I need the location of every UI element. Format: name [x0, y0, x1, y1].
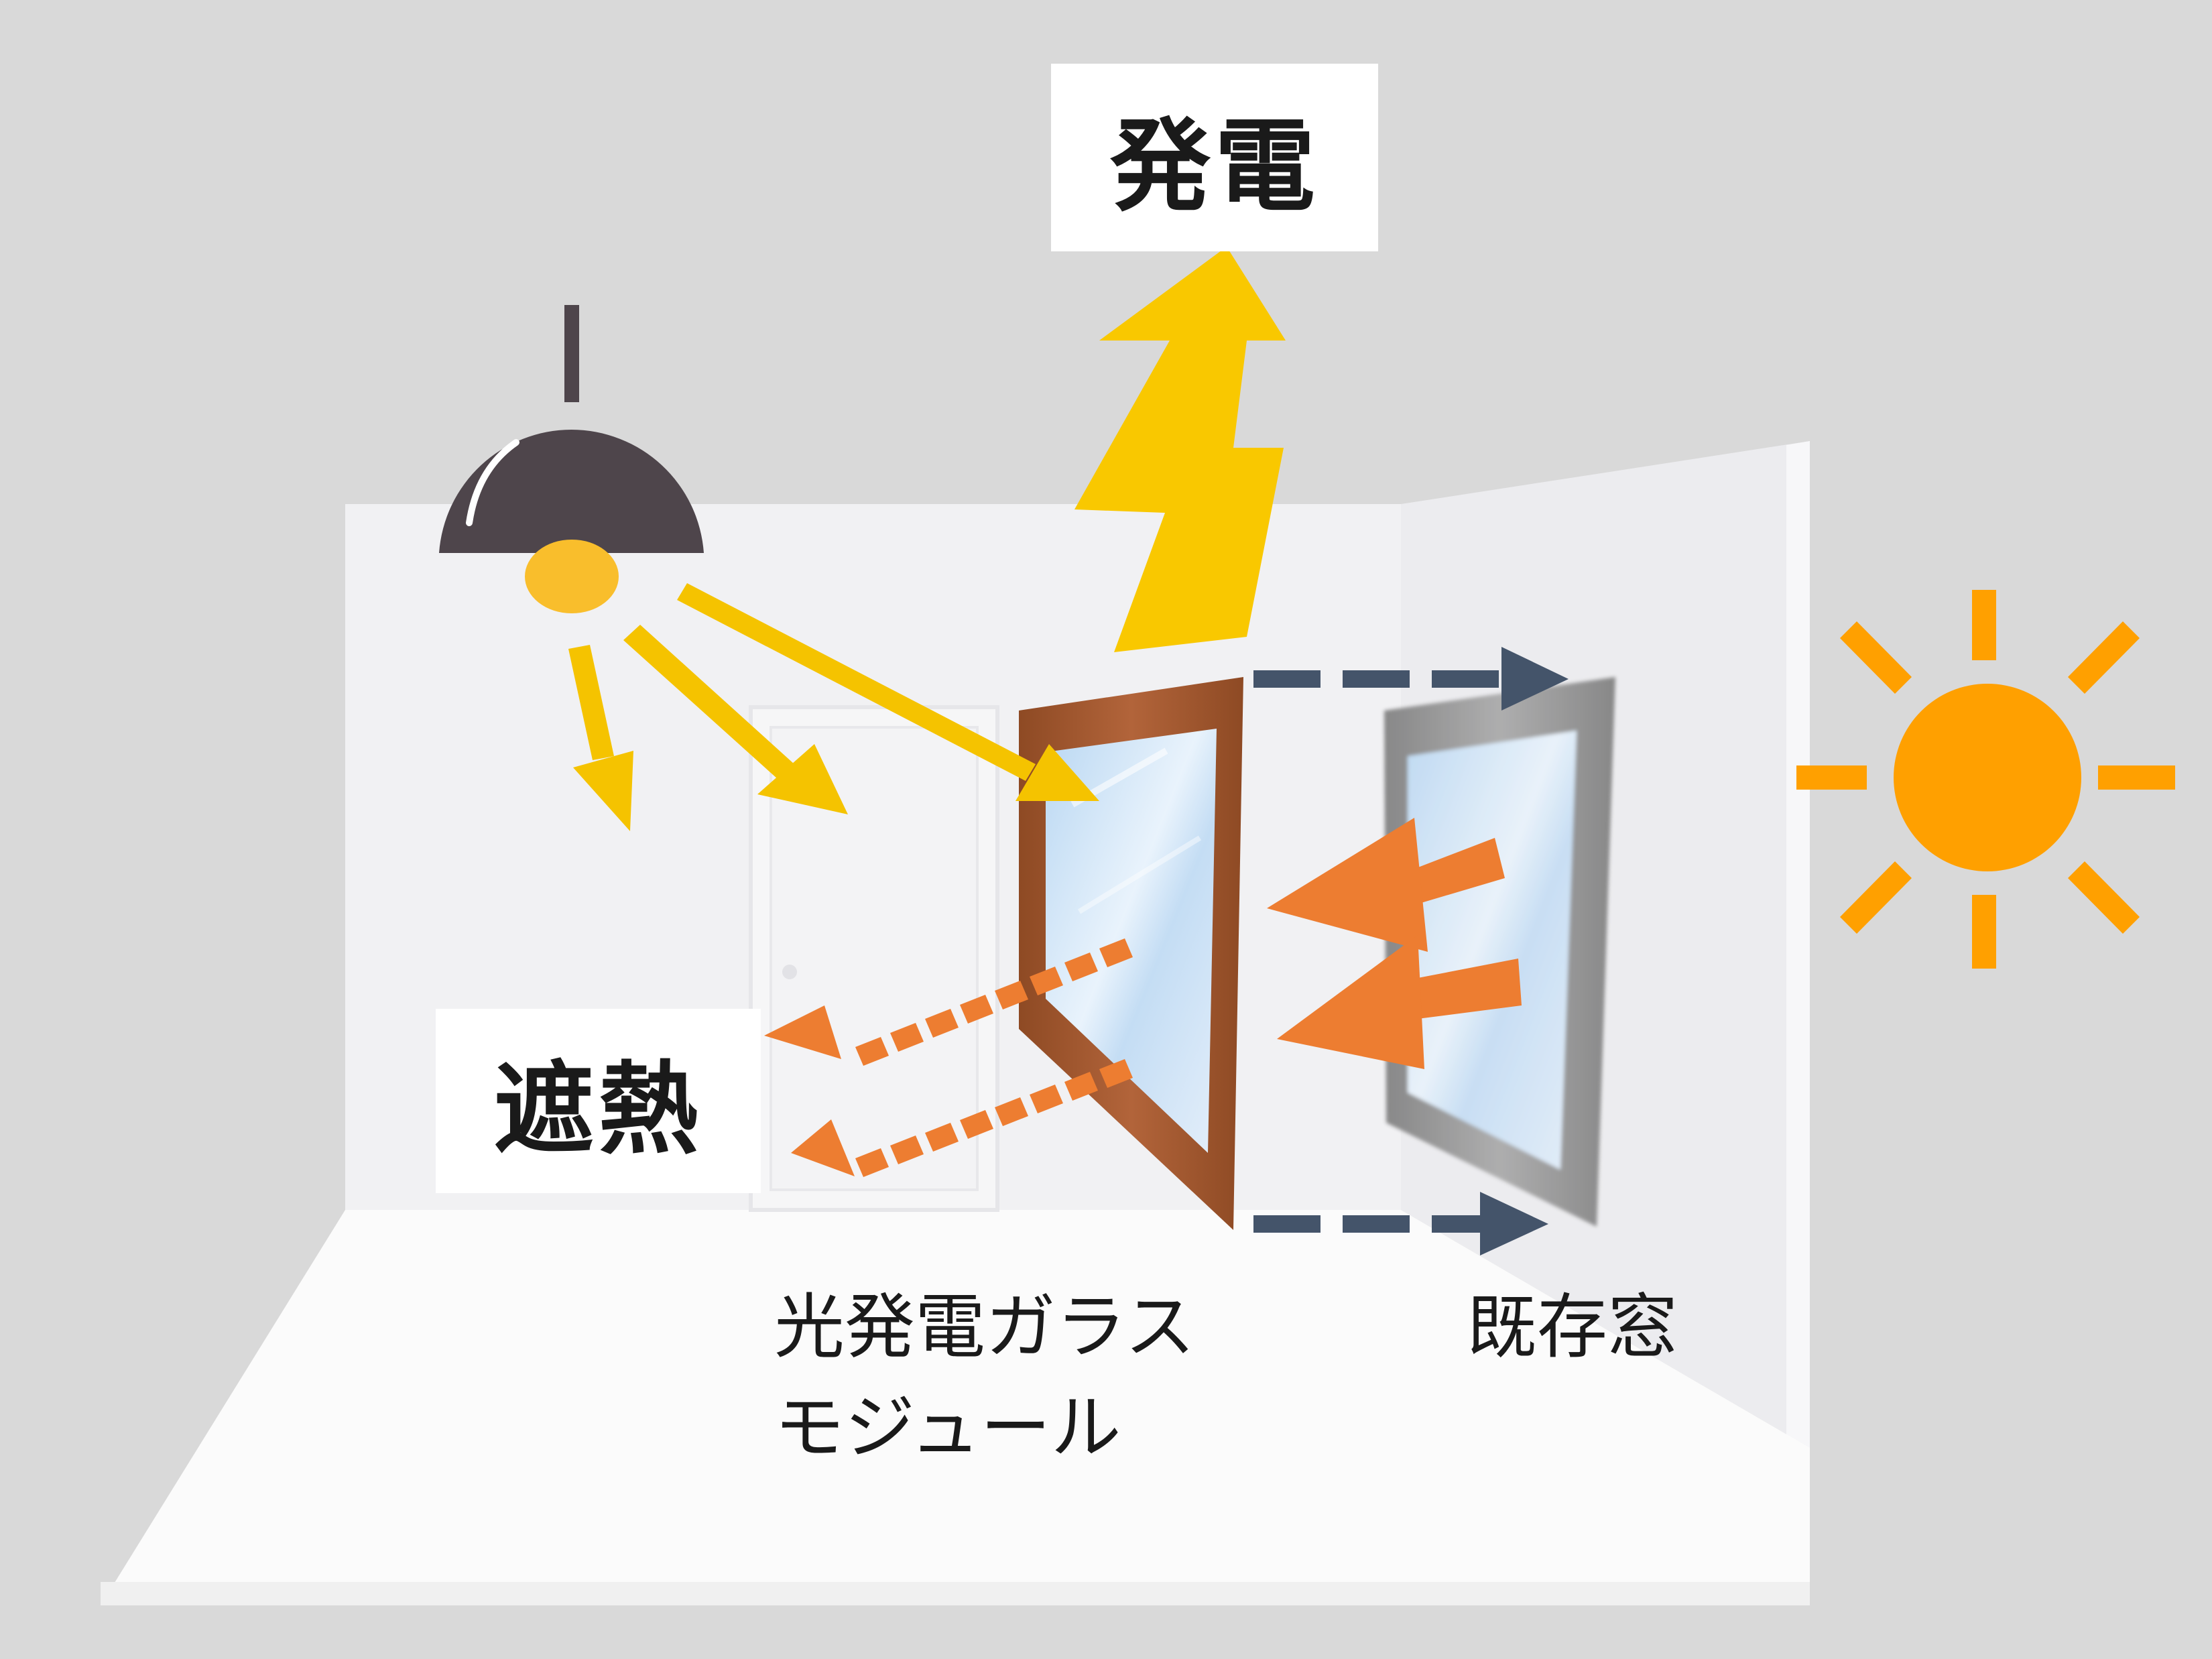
light-arrow-module: [677, 583, 1099, 801]
flow-arrow-bottom: [1253, 1192, 1548, 1255]
existing-window-caption: 既存窓: [1467, 1277, 1678, 1377]
door: [749, 705, 999, 1212]
floor-front-edge: [101, 1582, 1810, 1605]
floor: [101, 1210, 1810, 1605]
module-caption: 光発電ガラス モジュール: [774, 1277, 1195, 1478]
light-arrow-door: [623, 625, 848, 814]
heat-arrow-incoming-bottom: [1277, 935, 1522, 1069]
heat-arrow-reflected-top: [764, 938, 1133, 1066]
heat-arrow-incoming-top: [1267, 818, 1505, 952]
right-wall-edge: [1749, 441, 1810, 1458]
existing-window: [1384, 677, 1615, 1227]
heat-shielding-text: 遮熱: [493, 1052, 703, 1168]
lamp-light-arrows: [568, 583, 1099, 831]
heat-shielding-label: 遮熱: [436, 1009, 761, 1193]
heat-arrows-reflected: [764, 938, 1133, 1177]
flow-arrow-top: [1253, 647, 1569, 711]
pendant-lamp-icon: [439, 305, 704, 613]
power-generation-text: 発電: [1109, 108, 1319, 225]
light-arrow-down: [568, 645, 633, 831]
lightning-bolt-icon: [1074, 247, 1286, 652]
module-caption-line2: モジュール: [774, 1387, 1121, 1469]
power-generation-label: 発電: [1051, 64, 1378, 251]
heat-arrows-incoming: [1267, 818, 1522, 1069]
existing-window-caption-text: 既存窓: [1467, 1286, 1678, 1368]
sun-icon: [1796, 590, 2175, 969]
module-caption-line1: 光発電ガラス: [774, 1286, 1195, 1368]
heat-arrow-reflected-bottom: [791, 1059, 1133, 1177]
